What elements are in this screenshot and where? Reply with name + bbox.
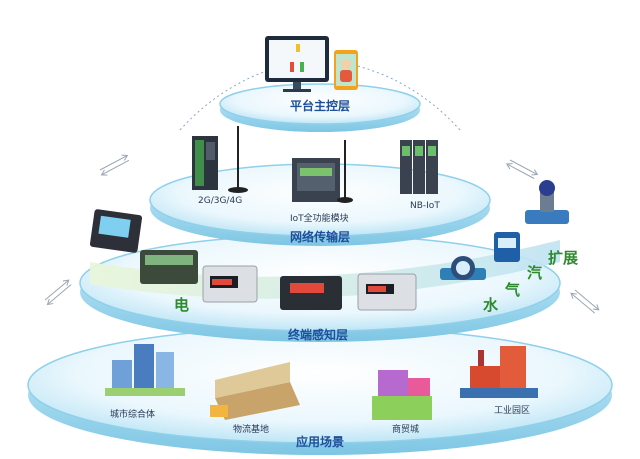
terminal-layer-title: 终端感知层 [288,328,349,342]
scene-label-logistics: 物流基地 [233,425,270,435]
trade-city-icon [372,370,432,420]
steam-category-label: 汽 [527,264,543,282]
monitor-icon [265,36,329,92]
iot-module-device-icon [292,140,353,203]
nb-iot-device-icon [400,140,438,194]
gas-meter-icon [494,232,520,262]
scene-label-industrial-park: 工业园区 [494,406,531,416]
expansion-category-label: 扩展 [548,249,579,267]
platform-layer-title: 平台主控层 [290,99,351,113]
power-category-label: 电 [174,296,190,314]
smartphone-icon [334,50,358,90]
water-category-label: 水 [483,296,499,314]
network-layer-title: 网络传输层 [290,230,351,244]
double-arrow-icons [44,154,600,314]
electric-meter-3-icon [357,273,417,311]
electric-meter-1-icon [202,265,258,303]
platform-layer-ring [219,83,421,132]
electric-meter-2-icon [280,276,342,310]
din-rail-meter-icon [140,250,198,284]
gas-category-label: 气 [505,281,521,299]
application-layer-title: 应用场景 [296,435,345,449]
gateway-2g-device-icon [192,126,248,193]
scene-label-city-complex: 城市综合体 [110,410,156,420]
logistics-base-icon [210,362,300,420]
industrial-park-icon [460,346,538,398]
network-device-label-2g: 2G/3G/4G [198,196,243,206]
scene-label-trade-city: 商贸城 [392,425,420,435]
network-device-label-iot: IoT全功能模块 [290,214,349,224]
water-meter-icon [440,256,486,280]
flow-meter-icon [525,180,569,224]
network-device-label-nbiot: NB-IoT [410,201,440,211]
power-meter-panel-icon [89,209,143,253]
connector-arcs [179,61,461,131]
city-complex-icon [105,344,185,396]
